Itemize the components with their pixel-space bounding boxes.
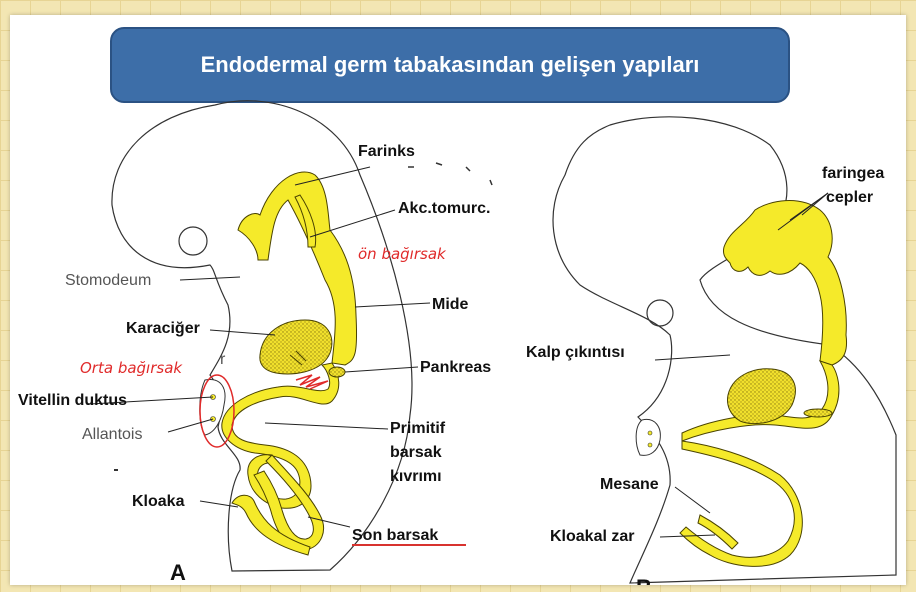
panel-b-liver xyxy=(728,369,796,424)
label-faringeal: faringea xyxy=(822,165,884,182)
label-kivrimi: kıvrımı xyxy=(390,468,442,485)
panel-b-stalk xyxy=(636,419,660,455)
panel-b-stalk-dot-1 xyxy=(648,431,652,435)
label-cepler: cepler xyxy=(826,189,873,206)
handwritten-on-bagirsak: ön bağırsak xyxy=(358,245,447,263)
panel-a-somite-ticks xyxy=(408,163,492,185)
label-kloaka: Kloaka xyxy=(132,493,185,510)
label-mesane: Mesane xyxy=(600,476,659,493)
embryo-diagram: Farinks Akc.tomurc. ön bağırsak Stomodeu… xyxy=(10,15,906,585)
panel-b-letter: B xyxy=(636,575,652,585)
label-son-barsak: Son barsak xyxy=(352,527,438,544)
label-stomodeum: Stomodeum xyxy=(65,272,151,289)
panel-a-red-scribble xyxy=(296,375,328,389)
panel-b-pancreas xyxy=(804,409,832,417)
panel-a-liver xyxy=(260,320,332,374)
label-r: r xyxy=(220,351,226,368)
label-allantois: Allantois xyxy=(82,426,142,443)
label-barsak: barsak xyxy=(390,444,442,461)
panel-b-eye xyxy=(647,300,673,326)
label-vitellin-duktus: Vitellin duktus xyxy=(18,392,127,409)
panel-a-letter: A xyxy=(170,560,186,585)
panel-a-pancreas xyxy=(329,367,345,377)
label-primitif: Primitif xyxy=(390,420,446,437)
panel-b-hindgut xyxy=(680,441,802,566)
panel-b-stalk-dot-2 xyxy=(648,443,652,447)
label-akc-tomurc: Akc.tomurc. xyxy=(398,200,490,217)
label-karaciger: Karaciğer xyxy=(126,320,200,337)
label-kalp-cikintisi: Kalp çıkıntısı xyxy=(526,344,625,361)
slide: Endodermal germ tabakasından gelişen yap… xyxy=(10,15,906,585)
label-farinks: Farinks xyxy=(358,143,415,160)
panel-a-eye xyxy=(179,227,207,255)
label-kloakal-zar: Kloakal zar xyxy=(550,528,634,545)
label-mide: Mide xyxy=(432,296,469,313)
handwritten-orta-bagirsak: Orta bağırsak xyxy=(80,359,183,377)
label-pankreas: Pankreas xyxy=(420,359,491,376)
